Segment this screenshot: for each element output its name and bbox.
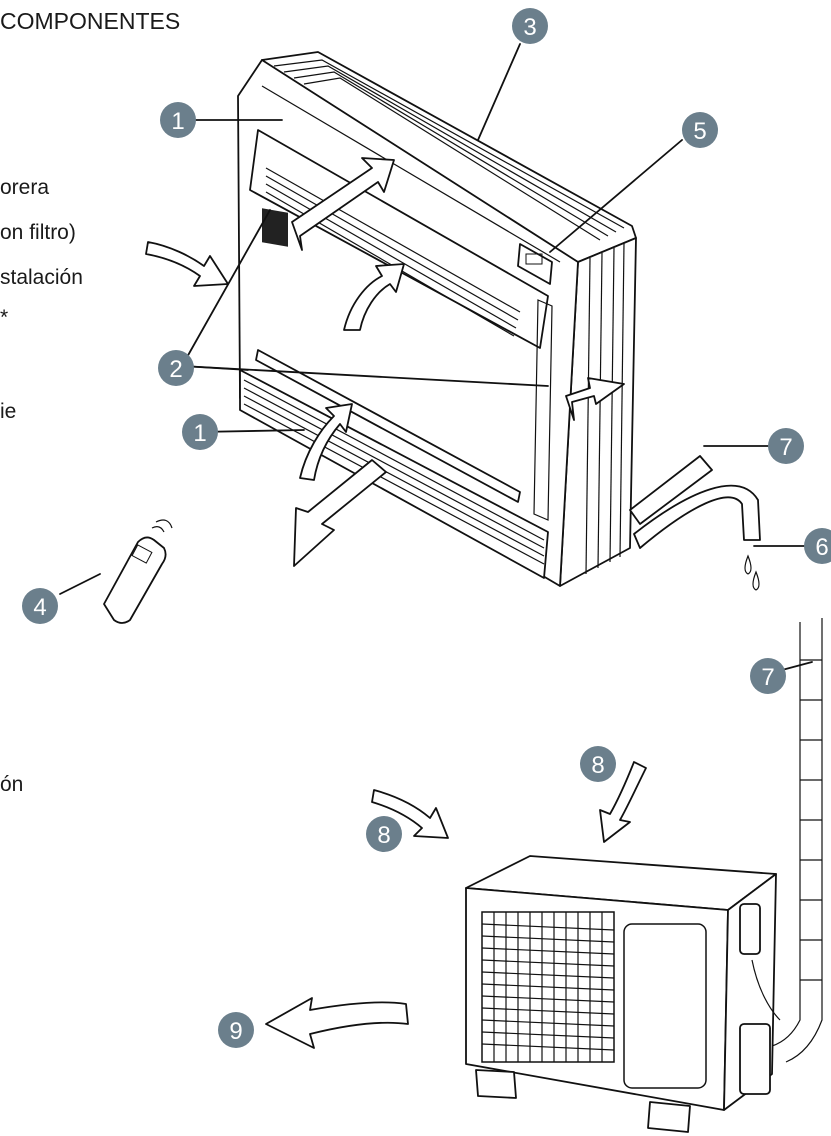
airflow-arrows-indoor [145,157,625,567]
callout-8-top: 8 [580,746,616,782]
callout-9: 9 [218,1012,254,1048]
callout-7-top: 7 [768,428,804,464]
svg-text:1: 1 [171,108,184,135]
callout-1-bottom: 1 [182,414,218,450]
airflow-arrows-outdoor [265,761,647,1049]
svg-text:6: 6 [815,534,828,561]
label-fragment-5: ie [0,400,17,423]
indoor-unit [237,51,637,587]
outdoor-unit [465,855,781,1133]
page-title: COMPONENTES [0,8,181,34]
callouts: 1 3 5 2 1 7 6 4 7 8 8 9 [22,8,831,1048]
callout-8-left: 8 [366,816,402,852]
svg-text:1: 1 [193,420,206,447]
callout-4: 4 [22,588,58,624]
svg-text:8: 8 [591,752,604,779]
callout-6: 6 [804,528,831,564]
drain-and-piping [629,455,761,591]
svg-text:5: 5 [693,118,706,145]
svg-text:3: 3 [523,14,536,41]
label-fragment-2: on filtro) [0,221,76,244]
svg-text:9: 9 [229,1018,242,1045]
label-fragment-4: * [0,306,9,329]
svg-text:2: 2 [169,356,182,383]
svg-text:7: 7 [761,664,774,691]
svg-text:7: 7 [779,434,792,461]
label-fragment-1: orera [0,176,50,199]
svg-text:4: 4 [33,594,46,621]
label-fragment-6: ón [0,773,24,796]
leader-lines [59,43,813,671]
callout-3: 3 [512,8,548,44]
remote-control [103,519,173,624]
callout-5: 5 [682,112,718,148]
callout-1-top: 1 [160,102,196,138]
callout-2: 2 [158,350,194,386]
callout-7-bottom: 7 [750,658,786,694]
label-fragment-3: stalación [0,266,83,289]
svg-text:8: 8 [377,822,390,849]
wall-pipe-cover [771,618,823,1063]
